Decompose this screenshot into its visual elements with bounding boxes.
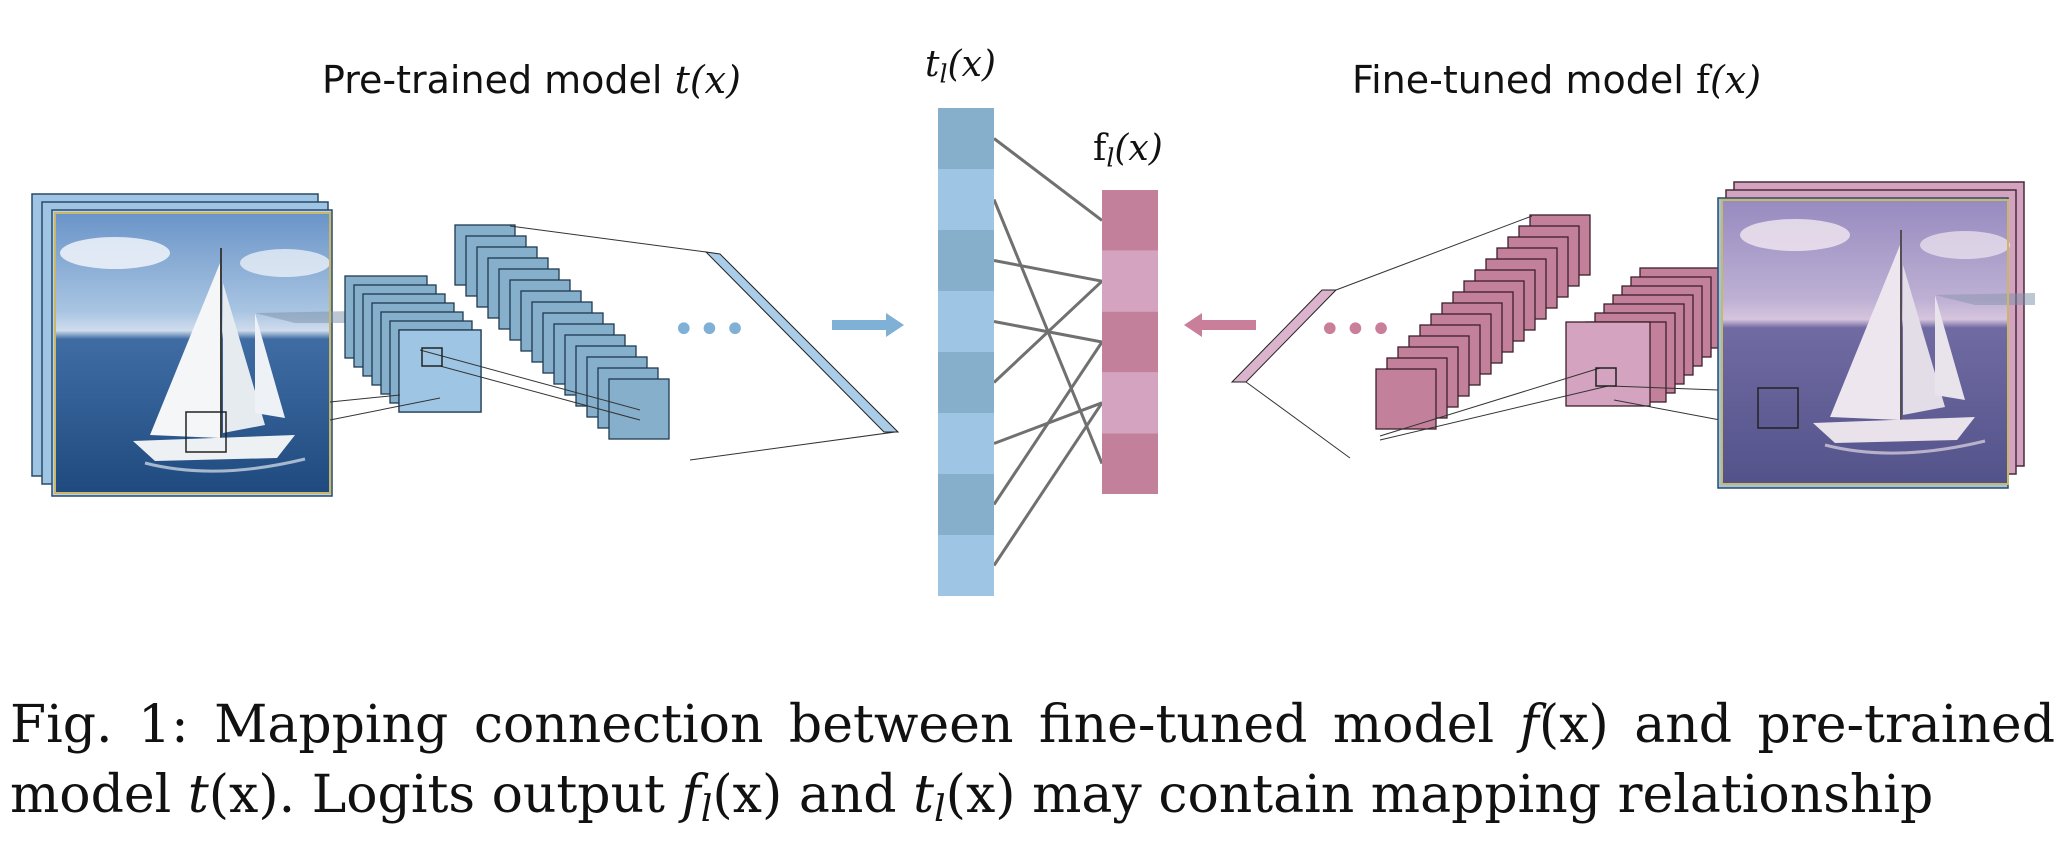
caption-math-fl: f xyxy=(681,765,701,825)
caption-math-tx: (x) xyxy=(208,765,279,825)
input-image-stack-right xyxy=(1717,181,2037,489)
fl-cell xyxy=(1102,190,1158,251)
fl-cell xyxy=(1102,433,1158,494)
tl-logits-column xyxy=(938,108,994,596)
tl-paren: (x) xyxy=(947,44,996,85)
feature-map-right-1-front xyxy=(1565,321,1651,407)
finetuned-title-math: f xyxy=(1695,58,1710,102)
tl-sub: l xyxy=(939,59,948,89)
caption-math-f: f xyxy=(1519,695,1539,755)
caption-text-a: Mapping connection between fine-tuned mo… xyxy=(214,695,1495,755)
caption-math-flx: (x) xyxy=(712,765,783,825)
caption-text-c: model xyxy=(10,765,172,825)
mapping-line xyxy=(992,341,1104,506)
tl-cell xyxy=(938,169,994,230)
fl-paren: (x) xyxy=(1114,128,1163,169)
tl-cell xyxy=(938,108,994,169)
pretrained-model-title: Pre-trained model t(x) xyxy=(322,58,741,102)
fl-label: fl(x) xyxy=(1093,128,1163,172)
finetuned-model-title: Fine-tuned model f(x) xyxy=(1352,58,1761,102)
caption-math-tlx: (x) xyxy=(945,765,1016,825)
mapping-line xyxy=(992,401,1104,567)
fl-cell xyxy=(1102,311,1158,373)
caption-text-b: and pre-trained xyxy=(1634,695,2055,755)
caption-math-t: t xyxy=(187,765,209,825)
tl-cell xyxy=(938,535,994,596)
caption-line-2: model t(x). Logits output fl(x) and tl(x… xyxy=(10,760,2055,844)
feature-stack-right-1 xyxy=(1565,267,1721,407)
finetuned-title-paren: (x) xyxy=(1709,58,1762,102)
flow-arrow-left xyxy=(1184,313,1256,337)
caption-math-tl-sub: l xyxy=(934,787,946,831)
fl-base: f xyxy=(1093,128,1107,169)
fl-cell xyxy=(1102,372,1158,434)
feature-map-left-1-front xyxy=(398,329,482,413)
fl-cell xyxy=(1102,250,1158,312)
mapping-line xyxy=(993,137,1103,222)
tl-cell xyxy=(938,352,994,413)
tl-cell xyxy=(938,230,994,291)
fl-logits-column xyxy=(1102,190,1158,494)
caption-math-tl: t xyxy=(913,765,935,825)
caption-math-fl-sub: l xyxy=(700,787,713,831)
tl-base: t xyxy=(925,44,940,85)
caption-text-e: and xyxy=(798,765,897,825)
mapping-connections xyxy=(992,137,1104,567)
sailboat-photo-right xyxy=(1721,199,2037,485)
feature-map-left-2-layer xyxy=(608,378,670,440)
mapping-line xyxy=(992,280,1104,384)
tl-cell xyxy=(938,474,994,535)
caption-line-1: Fig. 1: Mapping connection between fine-… xyxy=(10,690,2055,760)
figure-caption: Fig. 1: Mapping connection between fine-… xyxy=(10,690,2055,844)
caption-text-f: may contain mapping relationship xyxy=(1032,765,1934,825)
feature-stack-left-1 xyxy=(344,275,482,413)
flow-arrow-right xyxy=(832,313,904,337)
receptive-lines-right xyxy=(1245,215,1721,459)
feature-stack-right-2 xyxy=(1375,214,1591,430)
caption-fig-number: Fig. 1: xyxy=(10,695,189,755)
receptive-lines-left xyxy=(329,225,896,461)
pretrained-title-text: Pre-trained model xyxy=(322,58,675,102)
flattened-layer-left xyxy=(704,251,900,433)
finetuned-title-text: Fine-tuned model xyxy=(1352,58,1696,102)
feature-stack-left-2 xyxy=(454,224,670,440)
tl-cell xyxy=(938,413,994,474)
tl-cell xyxy=(938,291,994,352)
input-image-stack-left xyxy=(31,193,357,497)
ellipsis-left: ••• xyxy=(672,307,749,353)
pretrained-title-math: t xyxy=(674,58,690,102)
feature-map-right-2-layer xyxy=(1375,368,1437,430)
pretrained-title-paren: (x) xyxy=(689,58,741,102)
sailboat-photo-left xyxy=(54,212,357,494)
fl-sub: l xyxy=(1106,143,1115,173)
mapping-line xyxy=(993,259,1103,283)
caption-text-d: . Logits output xyxy=(278,765,665,825)
receptive-field-box-right xyxy=(1595,367,1617,387)
tl-label: tl(x) xyxy=(925,44,996,88)
receptive-field-box-left xyxy=(421,347,443,367)
ellipsis-right: ••• xyxy=(1318,307,1395,353)
caption-math-fx: (x) xyxy=(1538,695,1609,755)
